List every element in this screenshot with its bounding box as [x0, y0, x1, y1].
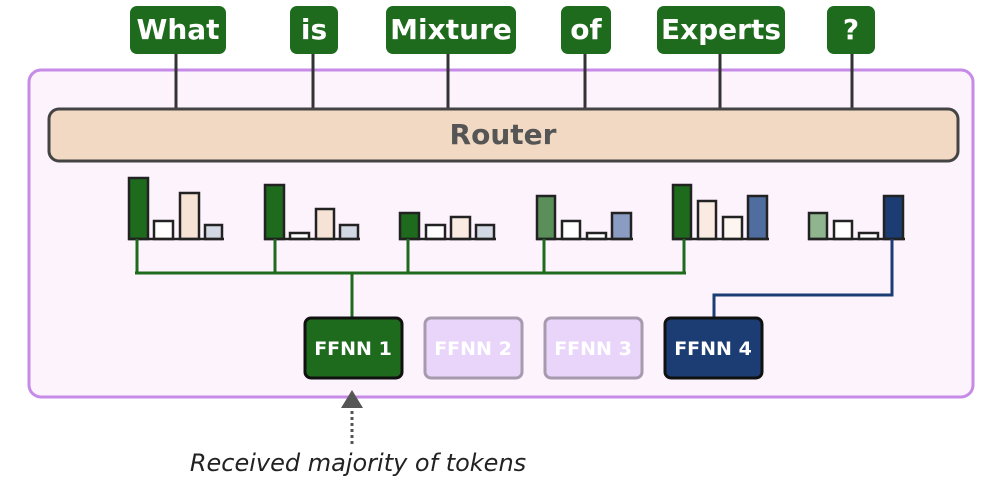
expert-ffnn-2: FFNN 2: [423, 316, 524, 380]
token-of: of: [561, 6, 611, 54]
router-bar: Router: [47, 107, 960, 163]
token-label: Experts: [661, 13, 781, 46]
score-bar: [882, 194, 905, 241]
score-bar: [203, 223, 224, 241]
expert-label: FFNN 3: [554, 338, 632, 360]
score-bar: [535, 194, 557, 241]
score-bar: [152, 219, 175, 241]
expert-ffnn-3: FFNN 3: [543, 316, 644, 380]
score-group-experts: [671, 183, 769, 241]
token-experts: Experts: [657, 6, 785, 54]
token-is: is: [290, 6, 338, 54]
token-label: Mixture: [390, 13, 512, 46]
score-bar: [449, 215, 472, 241]
score-group-what: [127, 176, 224, 241]
annotation-text: Received majority of tokens: [190, 449, 526, 477]
token-connectors: [174, 50, 854, 110]
score-bar: [746, 194, 769, 241]
token-label: What: [136, 13, 219, 46]
expert-label: FFNN 4: [674, 338, 752, 360]
score-bar: [178, 191, 201, 241]
dotted-up-arrow-icon: [341, 390, 363, 444]
score-bar: [338, 223, 360, 241]
score-bar: [314, 207, 336, 241]
score-bar: [127, 176, 150, 241]
expert-label: FFNN 2: [434, 338, 512, 360]
score-bar: [560, 219, 582, 241]
score-bar: [832, 219, 854, 241]
token-what: What: [130, 6, 226, 54]
score-bar: [474, 223, 496, 241]
expert-ffnn-4: FFNN 4: [663, 316, 764, 380]
score-bar: [671, 183, 693, 241]
score-bar: [807, 211, 829, 241]
token-question: ?: [827, 6, 875, 54]
score-bar: [424, 223, 447, 241]
score-group-of: [535, 194, 633, 241]
score-bar: [263, 183, 286, 241]
expert-label: FFNN 1: [314, 338, 392, 360]
score-group-mixture: [398, 211, 496, 241]
routing-line-ffnn4: [712, 239, 894, 318]
routing-lines-ffnn1: [135, 239, 686, 318]
token-label: ?: [843, 13, 859, 46]
token-label: of: [570, 13, 602, 46]
token-label: is: [301, 13, 327, 46]
expert-ffnn-1: FFNN 1: [303, 316, 404, 380]
score-bar: [696, 199, 718, 241]
router-label: Router: [450, 118, 557, 151]
score-bar: [721, 215, 744, 241]
score-bar: [398, 211, 421, 241]
score-bar: [610, 211, 633, 241]
token-row: What is Mixture of Experts ?: [130, 6, 875, 54]
token-mixture: Mixture: [386, 6, 516, 54]
